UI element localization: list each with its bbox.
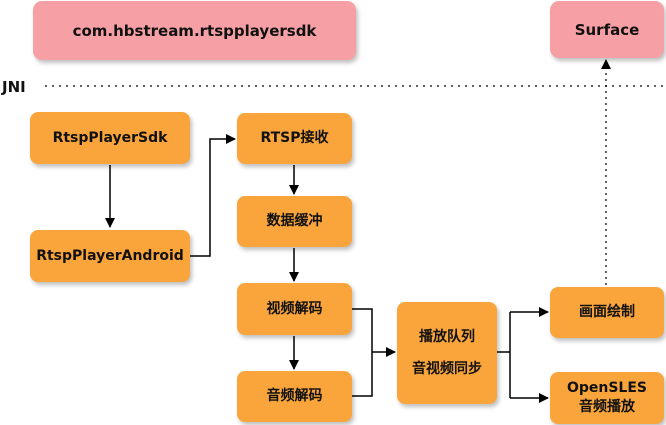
- node-surface: Surface: [550, 1, 664, 58]
- node-opensles: OpenSLES 音频播放: [550, 372, 664, 424]
- node-video-decode-label: 视频解码: [266, 300, 323, 317]
- node-rtspplayerandroid-label: RtspPlayerAndroid: [36, 247, 184, 264]
- node-audio-decode: 音频解码: [237, 371, 352, 422]
- node-data-buffer-label: 数据缓冲: [266, 213, 323, 230]
- node-video-decode: 视频解码: [237, 283, 352, 335]
- node-rtsp-receive-label: RTSP接收: [260, 130, 329, 147]
- node-rtspplayersdk-label: RtspPlayerSdk: [52, 129, 168, 146]
- node-package-label: com.hbstream.rtspplayersdk: [72, 21, 317, 40]
- node-play-queue-line2: 音视频同步: [412, 361, 482, 377]
- node-render-label: 画面绘制: [579, 304, 635, 321]
- jni-label: JNI: [2, 78, 26, 96]
- node-package: com.hbstream.rtspplayersdk: [33, 1, 356, 60]
- node-play-queue-line1: 播放队列: [419, 328, 475, 345]
- arrow-android-to-rtsp: [190, 134, 236, 257]
- node-surface-label: Surface: [574, 20, 640, 39]
- node-render: 画面绘制: [550, 287, 664, 338]
- node-play-queue: 播放队列 音视频同步: [397, 302, 497, 404]
- node-data-buffer: 数据缓冲: [237, 196, 352, 247]
- node-opensles-line1: OpenSLES: [566, 380, 648, 397]
- node-audio-decode-label: 音频解码: [266, 388, 323, 405]
- node-rtsp-receive: RTSP接收: [237, 113, 352, 164]
- merge-vdec: [352, 308, 373, 397]
- node-rtspplayerandroid: RtspPlayerAndroid: [30, 230, 190, 282]
- node-rtspplayersdk: RtspPlayerSdk: [30, 112, 190, 164]
- node-opensles-line2: 音频播放: [579, 399, 635, 415]
